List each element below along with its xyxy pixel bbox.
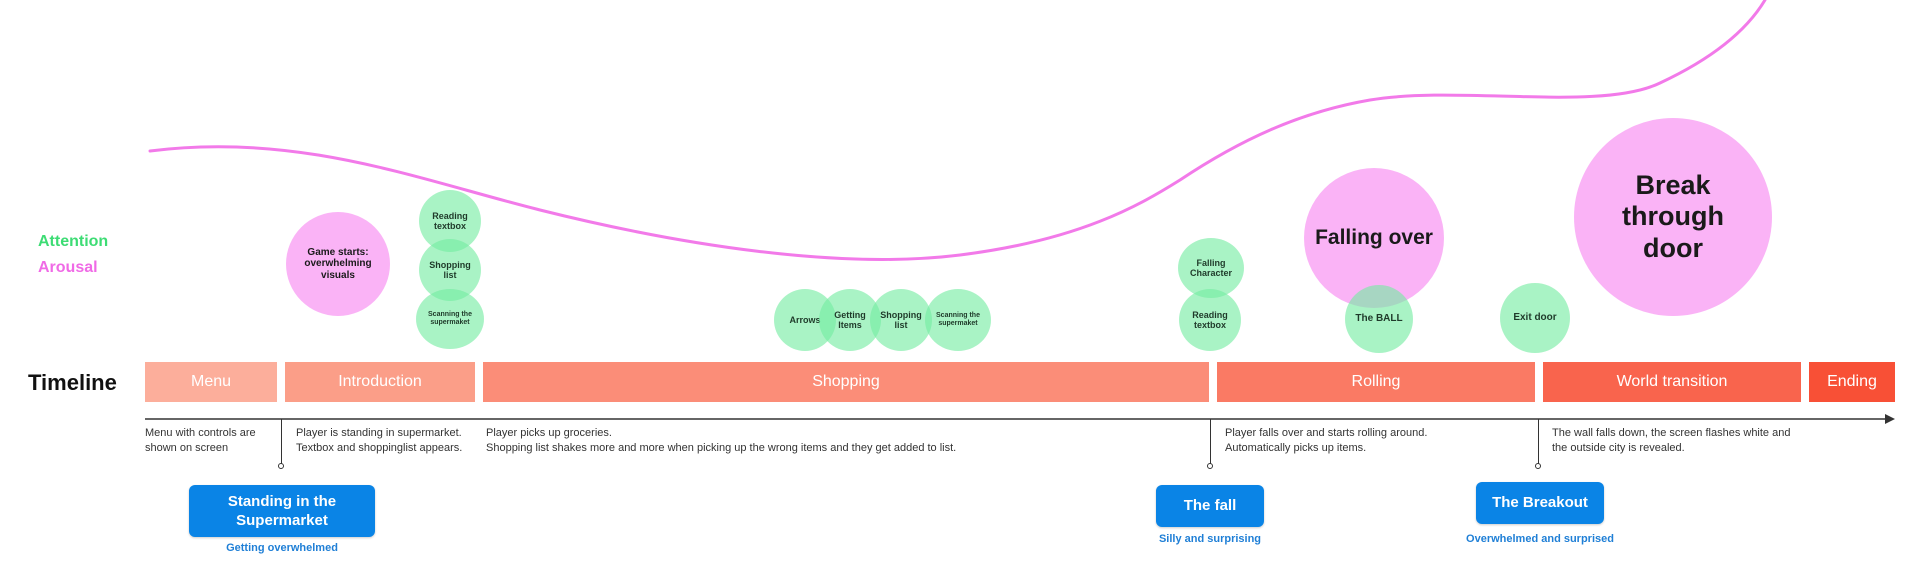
attention-circle: Scanning the supermaket <box>416 289 484 349</box>
milestone-subtitle: Overwhelmed and surprised <box>1466 533 1614 545</box>
timeline-label: Timeline <box>28 370 117 395</box>
phase-rolling: Rolling <box>1217 362 1535 402</box>
milestone-tick <box>1210 419 1211 464</box>
milestone-standing-in-the-supermarket: Standing in the Supermarket <box>189 485 375 537</box>
phase-ending: Ending <box>1809 362 1895 402</box>
milestone-subtitle: Getting overwhelmed <box>226 542 338 554</box>
description-world-transition: The wall falls down, the screen flashes … <box>1552 427 1791 454</box>
milestone-the-fall: The fall <box>1156 485 1264 527</box>
milestone-dot <box>1207 463 1213 469</box>
description-menu: Menu with controls are shown on screen <box>145 427 256 454</box>
attention-circle: Falling Character <box>1178 238 1244 298</box>
description-rolling: Player falls over and starts rolling aro… <box>1225 427 1428 454</box>
arousal-circle: Game starts: overwhelming visuals <box>286 212 390 316</box>
phase-introduction: Introduction <box>285 362 475 402</box>
attention-circle: Reading textbox <box>1179 289 1241 351</box>
phase-menu: Menu <box>145 362 277 402</box>
description-shopping: Player picks up groceries. Shopping list… <box>486 427 957 454</box>
milestone-the-breakout: The Breakout <box>1476 482 1604 524</box>
legend-attention: Attention <box>38 233 109 250</box>
legend-arousal: Arousal <box>38 259 98 276</box>
arousal-curve <box>148 0 1767 261</box>
attention-circle: The BALL <box>1345 285 1413 353</box>
description-introduction: Player is standing in supermarket. Textb… <box>296 427 463 454</box>
milestone-dot <box>278 463 284 469</box>
arousal-circle: Break through door <box>1574 118 1772 316</box>
timeline-arrowhead <box>1885 414 1895 424</box>
milestone-tick <box>1538 419 1539 464</box>
milestone-dot <box>1535 463 1541 469</box>
phase-world-transition: World transition <box>1543 362 1801 402</box>
arousal-circle: Falling over <box>1304 168 1444 308</box>
milestone-tick <box>281 419 282 464</box>
attention-circle: Exit door <box>1500 283 1570 353</box>
phase-shopping: Shopping <box>483 362 1209 402</box>
attention-circle: Scanning the supermaket <box>925 289 991 351</box>
attention-circle: Shopping list <box>870 289 932 351</box>
milestone-subtitle: Silly and surprising <box>1158 533 1262 545</box>
